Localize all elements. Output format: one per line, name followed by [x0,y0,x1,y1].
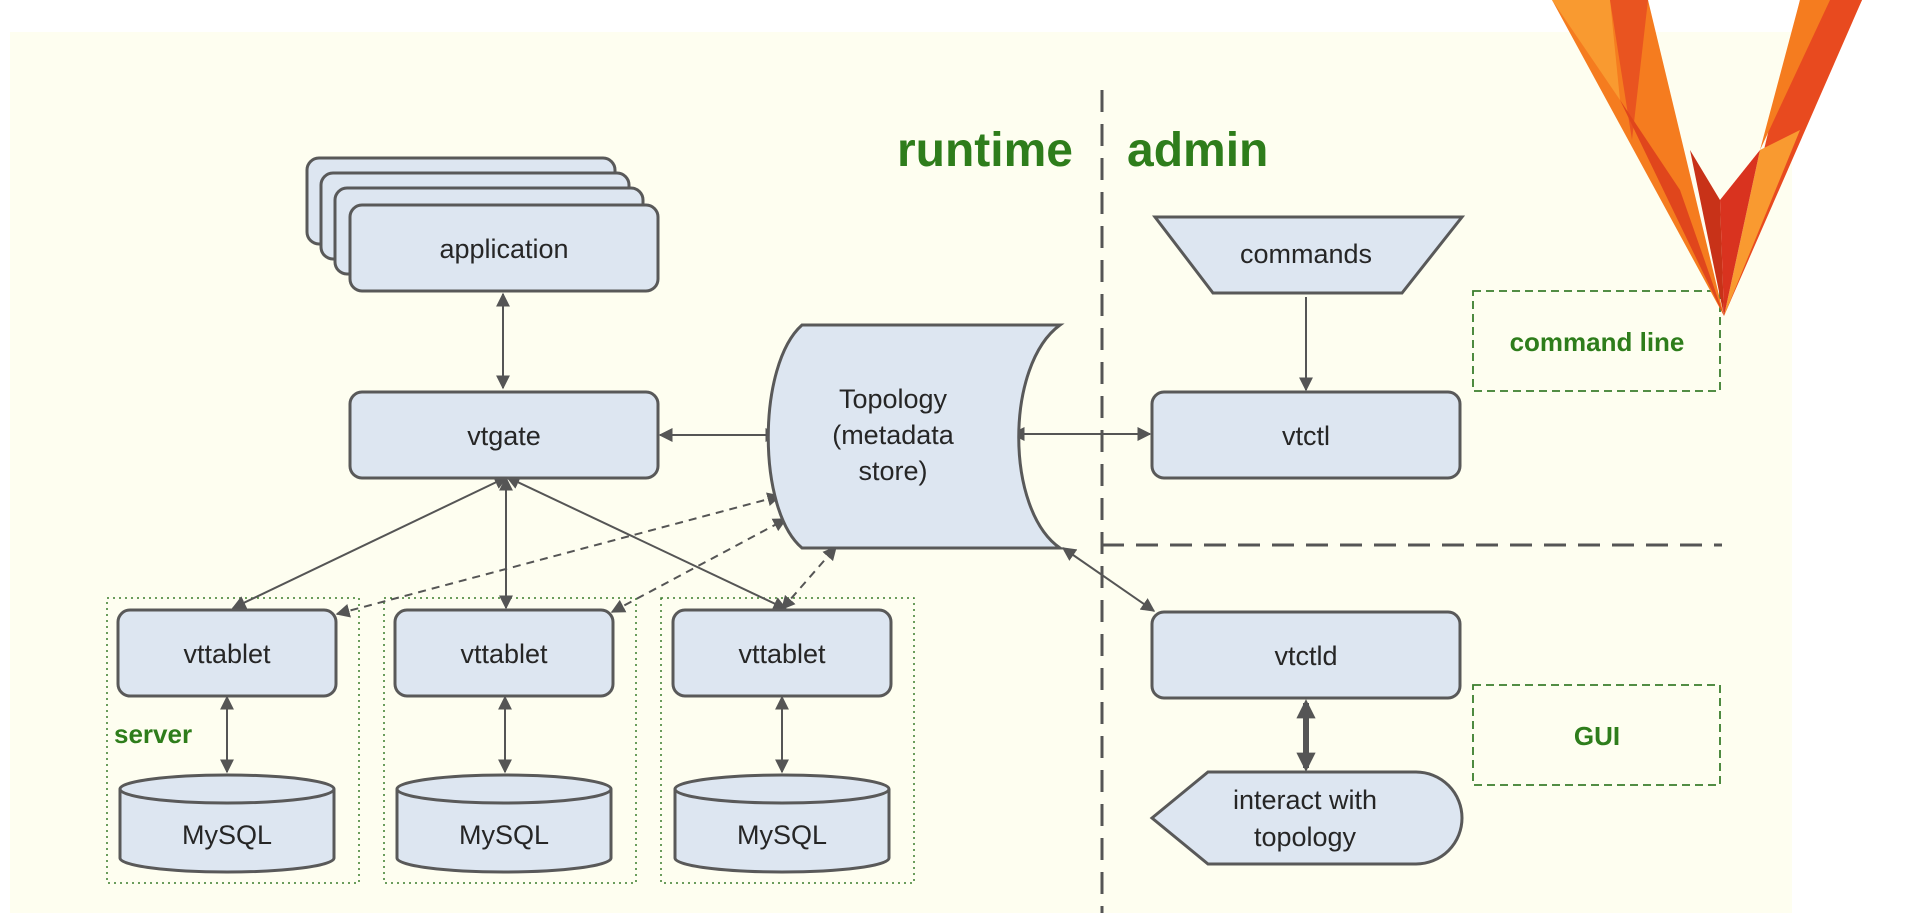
interact-label-line-2: topology [1254,822,1357,852]
vttablet-node-2: vttablet [393,608,615,698]
vttablet-label-1: vttablet [183,639,271,669]
vtctl-label: vtctl [1282,421,1330,451]
vtgate-node: vtgate [348,390,660,480]
commands-label: commands [1240,239,1372,269]
application-stack: application [305,156,660,293]
edge-topology-vttablet-2 [610,518,788,613]
mysql-node-2: MySQL [395,773,613,874]
vttablet-label-2: vttablet [460,639,548,669]
vtctld-node: vtctld [1150,610,1462,700]
topology-node: Topology (metadata store) [766,323,1065,550]
server-label: server [114,719,192,749]
vtgate-label: vtgate [467,421,541,451]
interact-label-line-1: interact with [1233,785,1377,815]
admin-title: admin [1127,124,1268,177]
command-line-group [1472,290,1721,392]
topology-label-line-2: (metadata [832,420,955,450]
command-line-label: command line [1510,327,1685,357]
topology-label-line-1: Topology [839,384,948,414]
application-label: application [439,234,568,264]
mysql-label-1: MySQL [182,820,272,850]
mysql-node-1: MySQL [118,773,336,874]
application-node [348,203,660,293]
gui-label: GUI [1574,721,1620,751]
interact-node: interact with topology [1149,770,1464,866]
vttablet-label-3: vttablet [738,639,826,669]
vtctl-node: vtctl [1150,390,1462,480]
vitess-logo-icon [1552,0,1862,316]
edge-topology-vtctld [1061,547,1156,612]
edge-topology-vttablet-1 [335,492,782,618]
topology-label-line-3: store) [858,456,927,486]
vtctld-label: vtctld [1274,641,1337,671]
mysql-label-2: MySQL [459,820,549,850]
runtime-title: runtime [897,124,1073,177]
vttablet-node-1: vttablet [116,608,338,698]
vttablet-node-3: vttablet [671,608,893,698]
gui-group [1472,684,1721,786]
mysql-node-3: MySQL [673,773,891,874]
edges [220,292,1316,774]
commands-node: commands [1151,215,1466,295]
mysql-label-3: MySQL [737,820,827,850]
